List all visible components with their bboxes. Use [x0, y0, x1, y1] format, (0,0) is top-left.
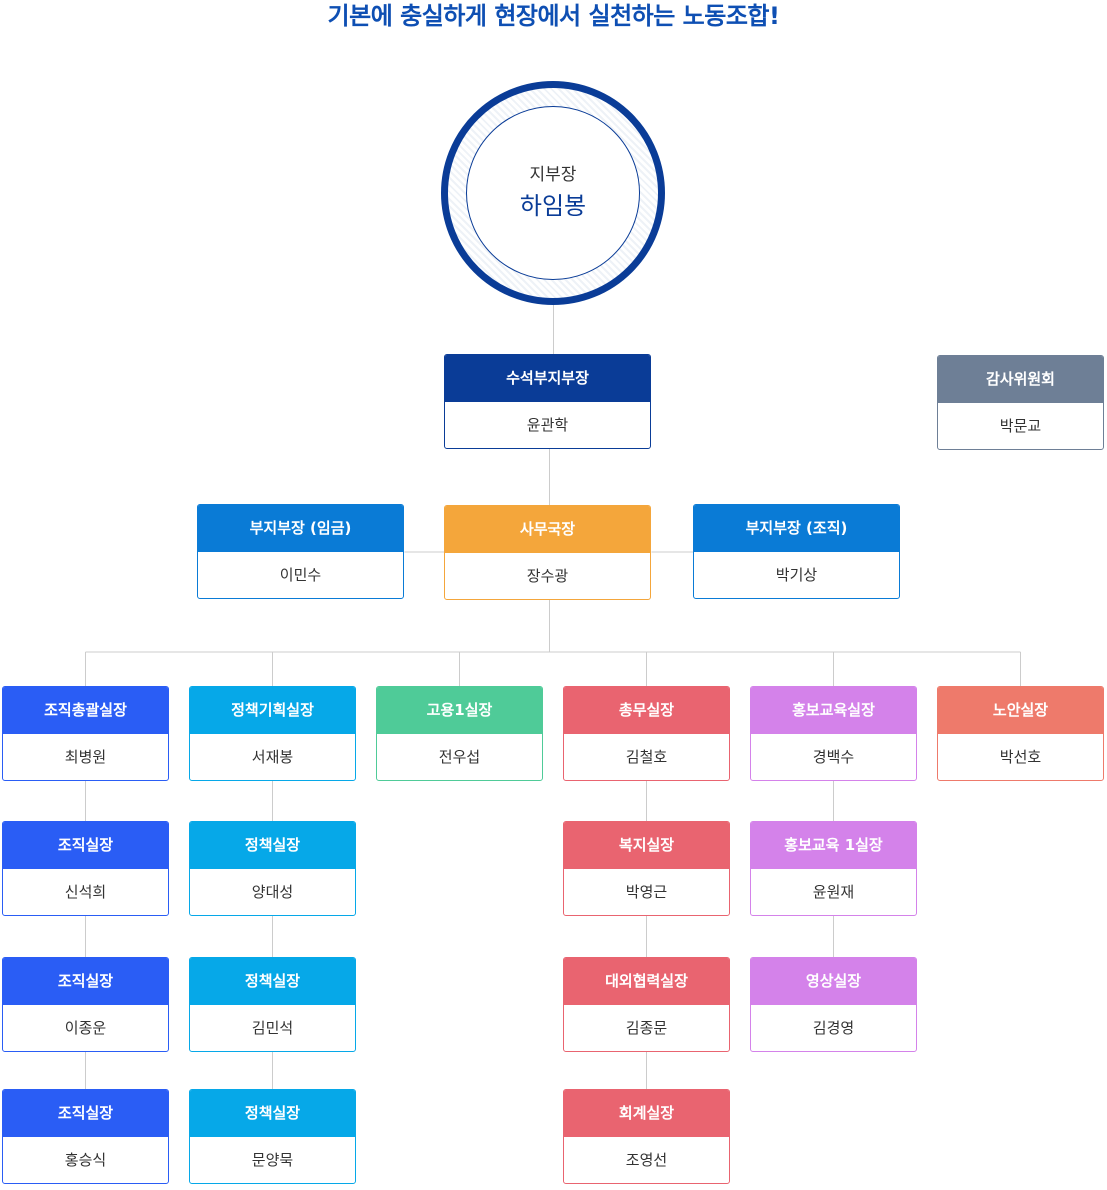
org-node-name: 박영근	[625, 883, 668, 901]
org-node-name: 홍승식	[64, 1151, 107, 1169]
page-title: 기본에 충실하게 현장에서 실천하는 노동조합!	[327, 2, 780, 30]
org-node-name: 신석희	[64, 883, 107, 901]
org-node-role: 조직실장	[3, 1090, 168, 1137]
org-node-name: 이종운	[64, 1019, 107, 1037]
org-node-role: 부지부장 (임금)	[198, 505, 403, 552]
org-node-role: 노안실장	[938, 687, 1103, 734]
org-node-role: 홍보교육실장	[751, 687, 916, 734]
org-node-role: 사무국장	[445, 506, 650, 553]
org-node-name: 전우섭	[438, 748, 481, 766]
org-node-role: 정책실장	[190, 1090, 355, 1137]
org-node-name: 김민석	[251, 1019, 294, 1037]
org-node-role: 영상실장	[751, 958, 916, 1005]
org-node-role: 정책실장	[190, 822, 355, 869]
org-node-name: 김경영	[812, 1019, 855, 1037]
org-node-role: 조직총괄실장	[3, 687, 168, 734]
org-node-name: 윤관학	[526, 416, 569, 434]
org-node-role: 정책실장	[190, 958, 355, 1005]
org-node-name: 김종문	[625, 1019, 668, 1037]
org-node-role: 조직실장	[3, 822, 168, 869]
org-node-role: 고용1실장	[377, 687, 542, 734]
org-node-role: 총무실장	[564, 687, 729, 734]
org-node-name: 김철호	[625, 748, 668, 766]
org-node-name: 박기상	[775, 566, 818, 584]
org-node-name: 문양묵	[251, 1151, 294, 1169]
org-node-role: 부지부장 (조직)	[694, 505, 899, 552]
org-node-role: 대외협력실장	[564, 958, 729, 1005]
head-name: 하임봉	[519, 192, 587, 220]
org-node-name: 윤원재	[812, 883, 855, 901]
org-node-role: 조직실장	[3, 958, 168, 1005]
org-node-name: 박선호	[999, 748, 1042, 766]
org-node-name: 경백수	[812, 748, 855, 766]
org-node-role: 홍보교육 1실장	[751, 822, 916, 869]
org-node-name: 최병원	[64, 748, 107, 766]
org-node-role: 회계실장	[564, 1090, 729, 1137]
org-node-name: 박문교	[999, 417, 1042, 435]
org-node-role: 복지실장	[564, 822, 729, 869]
org-node-role: 정책기획실장	[190, 687, 355, 734]
head-role: 지부장	[529, 165, 577, 185]
org-node-name: 이민수	[279, 566, 322, 584]
org-node-name: 양대성	[251, 883, 294, 901]
org-node-name: 서재봉	[251, 748, 294, 766]
org-node-vice-wage: 부지부장 (임금) 이민수	[197, 504, 404, 599]
org-node-name: 장수광	[526, 567, 569, 585]
head-circle-inner	[466, 106, 640, 280]
org-node-role: 수석부지부장	[445, 355, 650, 402]
org-node-role: 감사위원회	[938, 356, 1103, 403]
org-node-name: 조영선	[625, 1151, 668, 1169]
org-node-vice-org: 부지부장 (조직) 박기상	[693, 504, 900, 599]
